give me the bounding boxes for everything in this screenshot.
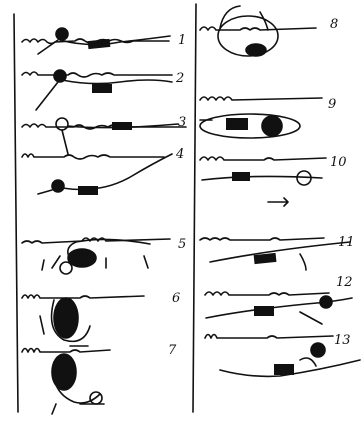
swimmer-3 [56, 118, 178, 154]
swimmer-11 [210, 242, 350, 270]
swimmer-6 [40, 298, 90, 346]
swimmer-2 [36, 70, 172, 110]
swimmer-7 [52, 354, 104, 414]
step-number-4: 4 [176, 148, 184, 161]
swimmer-12 [206, 296, 352, 324]
water-line-7 [22, 349, 110, 353]
water-line-11 [200, 238, 324, 240]
step-number-9: 9 [328, 98, 336, 111]
step-number-13: 13 [334, 334, 351, 347]
water-line-4 [22, 154, 164, 159]
step-number-8: 8 [330, 18, 338, 31]
water-line-10 [200, 157, 326, 160]
step-number-2: 2 [176, 72, 184, 85]
swimmer-4 [38, 154, 172, 195]
water-line-13 [205, 335, 333, 339]
swimmer-8 [218, 6, 278, 56]
water-line-5 [22, 238, 170, 243]
column-divider [193, 4, 196, 412]
pool-wall [14, 14, 18, 412]
swimmer-9 [200, 114, 300, 138]
step-number-1: 1 [178, 34, 186, 47]
swimmer-10 [202, 171, 322, 206]
step-number-12: 12 [336, 276, 353, 289]
water-line-12 [205, 292, 329, 295]
water-line-6 [22, 295, 144, 298]
step-number-5: 5 [178, 238, 186, 251]
step-number-10: 10 [330, 156, 347, 169]
step-number-3: 3 [178, 116, 186, 129]
step-number-6: 6 [172, 292, 180, 305]
swimmer-13 [220, 343, 360, 376]
water-line-9 [200, 97, 322, 100]
water-line-2 [22, 72, 172, 77]
step-number-11: 11 [338, 236, 355, 249]
swimmer-5 [42, 239, 150, 274]
step-number-7: 7 [168, 344, 176, 357]
water-line-8 [200, 27, 316, 30]
